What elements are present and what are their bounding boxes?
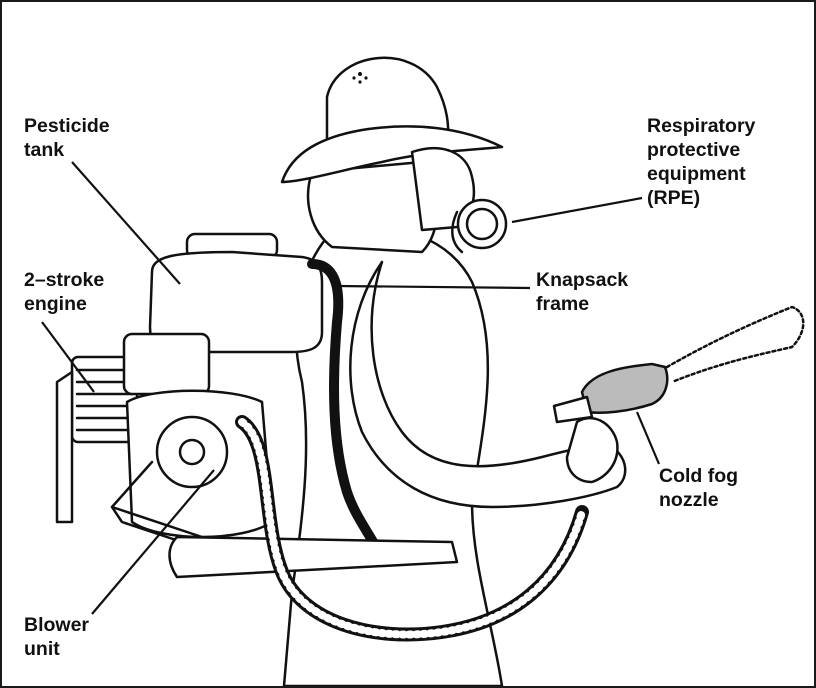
label-engine: 2–stroke engine — [24, 269, 105, 315]
worker-arm — [349, 260, 627, 509]
hand — [565, 416, 619, 484]
hat-brim — [280, 125, 504, 184]
knapsack-frame — [307, 259, 387, 567]
label-blower: Blower unit — [24, 614, 90, 660]
leader-rpe — [511, 196, 643, 224]
air-filter — [122, 332, 211, 396]
fog-plume — [665, 305, 805, 384]
leader-nozzle — [635, 411, 661, 465]
label-cold-fog-nozzle: Cold fog nozzle — [659, 465, 739, 511]
leader-tank — [71, 161, 181, 285]
label-rpe: Respiratory protective equipment (RPE) — [647, 115, 756, 209]
leader-frame — [336, 284, 531, 290]
engine-housing — [55, 370, 74, 524]
label-knapsack-frame: Knapsack frame — [536, 269, 629, 315]
nozzle-grip — [580, 362, 669, 414]
backplate — [168, 535, 459, 579]
label-pesticide-tank: Pesticide tank — [24, 115, 110, 161]
leader-engine — [41, 321, 95, 393]
leader-blower — [91, 469, 215, 615]
